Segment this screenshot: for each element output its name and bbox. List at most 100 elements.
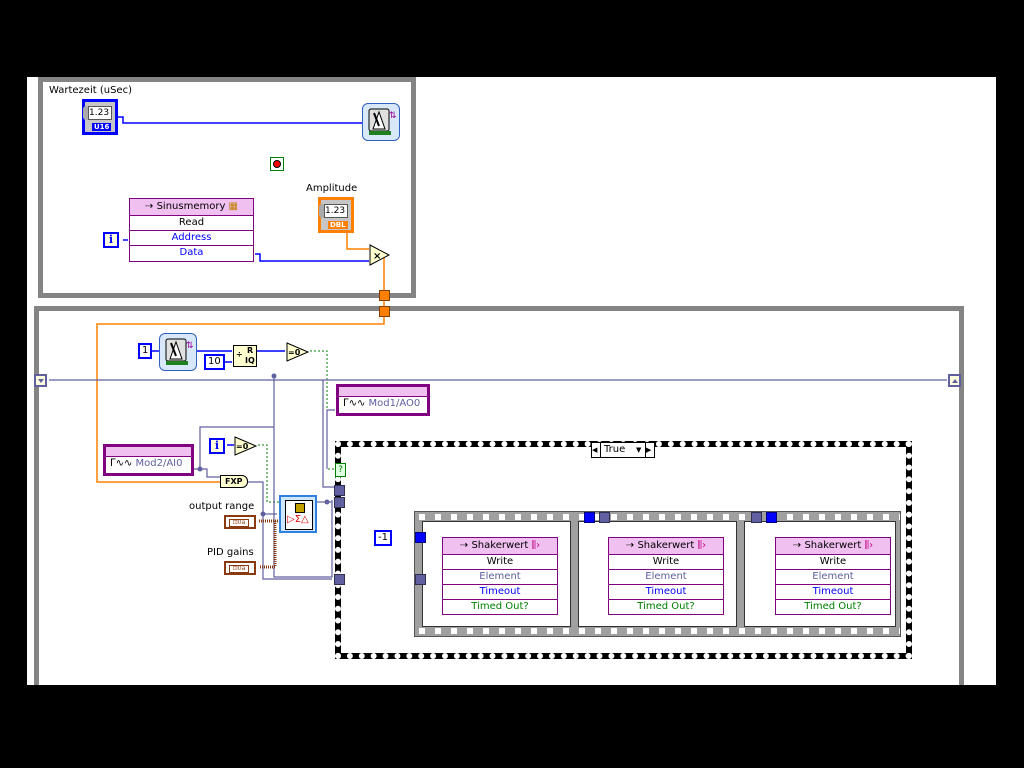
wire-data-multiply[interactable] (255, 253, 369, 262)
fifo-timeout[interactable]: Timeout (609, 585, 723, 600)
fxp-conversion-node[interactable]: FXP (220, 475, 248, 488)
fifo-timed-out[interactable]: Timed Out? (637, 601, 695, 612)
wait-control-type: U16 (92, 123, 112, 131)
arrow-icon: ⇢ (145, 201, 157, 212)
wire-junction (260, 511, 266, 517)
fifo-element[interactable]: Element (776, 570, 890, 585)
fifo-write-node-3[interactable]: ⇢ Shakerwert ⫼› Write Element Timeout Ti… (775, 537, 891, 615)
fifo-timeout[interactable]: Timeout (443, 585, 557, 600)
iteration-terminal[interactable]: i (103, 232, 119, 248)
memory-data[interactable]: Data (179, 247, 204, 258)
pid-icon: ▷Σ△ (285, 500, 313, 530)
multiply-node[interactable]: × (369, 244, 391, 269)
wire-fxp-a[interactable] (199, 376, 275, 470)
memory-title: Sinusmemory (156, 201, 226, 212)
ai-label: Mod2/AI0 (135, 458, 183, 469)
arrow-icon: ⇢ (792, 540, 805, 551)
memory-method: Read (130, 216, 253, 231)
wire-ao[interactable] (326, 409, 335, 469)
spinner-icon (319, 204, 325, 218)
wire-fxp-b[interactable] (322, 380, 335, 488)
dropdown-arrow-icon[interactable]: ▼ (636, 446, 642, 454)
block-diagram-canvas: Wartezeit (uSec) 1.23 U16 ⇅ Amplitude 1.… (27, 77, 996, 685)
fifo-timed-out[interactable]: Timed Out? (804, 601, 862, 612)
case-selector-terminal[interactable]: ? (335, 463, 346, 477)
stop-terminal[interactable] (270, 157, 284, 171)
svg-text:×: × (373, 251, 381, 262)
sequence-tunnel[interactable] (751, 512, 762, 523)
spinner-icon (83, 106, 89, 120)
qr-iq: IQ (245, 356, 255, 365)
pid-node[interactable]: ▷Σ△ (279, 495, 317, 533)
fifo-element[interactable]: Element (443, 570, 557, 585)
case-tunnel[interactable] (334, 485, 345, 496)
case-tunnel[interactable] (334, 497, 345, 508)
quotient-remainder-node[interactable]: R ÷ IQ (233, 345, 257, 367)
fifo-element[interactable]: Element (609, 570, 723, 585)
amplitude-label: Amplitude (306, 183, 358, 194)
amplitude-control-terminal[interactable]: 1.23 DBL (318, 197, 354, 233)
fifo-method: Write (609, 555, 723, 570)
cluster-glyph: ⊡0a (229, 565, 249, 573)
metronome-wait-icon[interactable]: ⇅ (362, 103, 400, 141)
wire-cluster-range[interactable] (259, 519, 277, 569)
sinusmemory-node[interactable]: ⇢ Sinusmemory ▦ Read Address Data (129, 198, 254, 262)
wire-junction (197, 466, 203, 472)
loop-input-tunnel[interactable] (379, 306, 390, 317)
previous-case-icon[interactable]: ◀ (592, 443, 601, 457)
sinusmemory-header: ⇢ Sinusmemory ▦ (130, 199, 253, 216)
sequence-tunnel[interactable] (584, 512, 595, 523)
output-range-label: output range (189, 501, 255, 512)
sequence-tunnel[interactable] (415, 532, 426, 543)
fifo-timeout[interactable]: Timeout (776, 585, 890, 600)
shift-register-right[interactable] (948, 374, 961, 387)
case-selector-value: True (604, 444, 626, 455)
fifo-timed-out[interactable]: Timed Out? (471, 601, 529, 612)
wait-control-label: Wartezeit (uSec) (49, 85, 132, 96)
svg-text:=0: =0 (288, 348, 301, 357)
equal-zero-node-2[interactable]: =0 (234, 436, 258, 459)
wire-junction (271, 373, 277, 379)
case-selector[interactable]: ◀ True ▼ ▶ (591, 442, 655, 458)
fifo-icon: ⫼› (694, 540, 707, 551)
waveform-icon: ᒥ∿∿ (110, 458, 136, 469)
sequence-tunnel[interactable] (415, 574, 426, 585)
fifo-title: Shakerwert (637, 540, 695, 551)
memory-grid-icon: ▦ (228, 201, 238, 212)
constant-one[interactable]: 1 (138, 343, 153, 359)
wire-fxp-out[interactable] (245, 481, 332, 580)
output-range-terminal[interactable]: ⊡0a (224, 515, 256, 529)
fifo-write-node-2[interactable]: ⇢ Shakerwert ⫼› Write Element Timeout Ti… (608, 537, 724, 615)
film-holes-bottom (415, 628, 900, 634)
ao-label: Mod1/AO0 (368, 398, 421, 409)
equal-zero-node-1[interactable]: =0 (286, 342, 310, 365)
metronome-wait-icon-2[interactable]: ⇅ (159, 333, 197, 371)
case-tunnel[interactable] (334, 574, 345, 585)
io-node-mod1-ao0[interactable]: ᒥ∿∿ Mod1/AO0 (336, 384, 430, 416)
waveform-icon: ᒥ∿∿ (343, 398, 369, 409)
bottom-while-loop[interactable] (34, 306, 964, 685)
shift-register-left[interactable] (34, 374, 47, 387)
pid-gains-label: PID gains (207, 547, 254, 558)
io-node-mod2-ai0[interactable]: ᒥ∿∿ Mod2/AI0 (103, 444, 194, 476)
wire-wait[interactable] (116, 116, 365, 124)
wait-control-terminal[interactable]: 1.23 U16 (82, 99, 118, 135)
wire-fxp-c[interactable] (273, 427, 333, 578)
pid-gains-terminal[interactable]: ⊡0a (224, 561, 256, 575)
fifo-title: Shakerwert (804, 540, 862, 551)
amplitude-type: DBL (328, 221, 348, 229)
qr-r: R (247, 346, 254, 355)
constant-ten[interactable]: 10 (204, 354, 225, 370)
divide-icon: ÷ (236, 350, 243, 359)
constant-minus-one[interactable]: -1 (374, 530, 392, 546)
top-while-loop[interactable] (38, 77, 416, 298)
fifo-title: Shakerwert (471, 540, 529, 551)
memory-address[interactable]: Address (130, 231, 253, 246)
next-case-icon[interactable]: ▶ (645, 443, 654, 457)
wire-orange-through[interactable] (96, 311, 385, 483)
iteration-terminal-2[interactable]: i (209, 438, 225, 454)
sequence-tunnel[interactable] (599, 512, 610, 523)
loop-output-tunnel[interactable] (379, 290, 390, 301)
sequence-tunnel[interactable] (766, 512, 777, 523)
fifo-write-node-1[interactable]: ⇢ Shakerwert ⫼› Write Element Timeout Ti… (442, 537, 558, 615)
